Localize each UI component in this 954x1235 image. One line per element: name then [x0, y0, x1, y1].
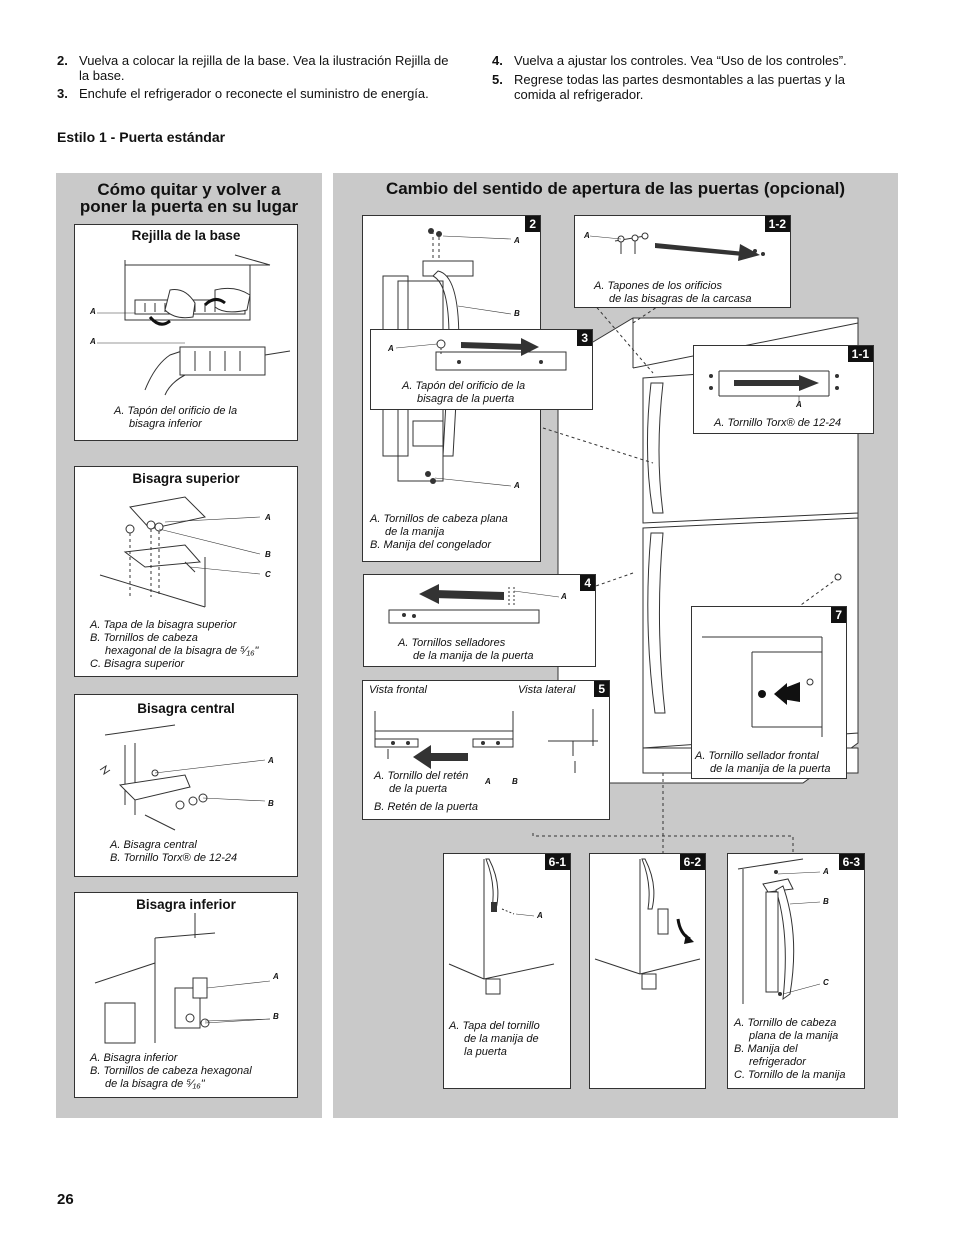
section-heading: Estilo 1 - Puerta estándar	[57, 129, 226, 145]
front-sealing-screw-illustration	[702, 636, 823, 737]
box-title: Bisagra superior	[132, 471, 240, 486]
badge-step-2: 2	[525, 216, 540, 232]
caption-step-2: A. Tornillos de cabeza plana de la manij…	[370, 513, 508, 551]
caption-step-5: A. Tornillo del retén de la puerta B. Re…	[374, 770, 478, 813]
box-step-1-2: 1-2 A A. Tapones de los orificios de las…	[574, 215, 791, 308]
badge-step-6-3: 6-3	[838, 854, 864, 870]
caption-step-3: A. Tapón del orificio de la bisagra de l…	[402, 380, 526, 405]
handle-screw-cover-illustration	[448, 858, 555, 995]
label-b: B	[514, 309, 520, 318]
box-bisagra-superior: Bisagra superior A B C A. Tapa de la bis…	[74, 466, 298, 677]
right-panel: Cambio del sentido de apertura de las pu…	[333, 173, 898, 1118]
box-title: Bisagra central	[137, 701, 235, 716]
box-step-3: 3 A A. Tapón del orificio de la bisagra …	[370, 329, 593, 410]
left-panel-title: Cómo quitar y volver a poner la puerta e…	[79, 180, 299, 216]
box-step-5: 5 Vista frontal Vista lateral A B A. Tor…	[362, 680, 610, 820]
box-step-6-1: 6-1 A A. Tapa del tornillo de la manija …	[443, 853, 571, 1089]
caption-rejilla: A. Tapón del orificio de la bisagra infe…	[114, 405, 238, 430]
label-a: A	[796, 400, 802, 409]
label-a: A	[90, 307, 96, 316]
caption-inferior: A. Bisagra inferior B. Tornillos de cabe…	[90, 1052, 252, 1090]
label-a: A	[485, 777, 491, 786]
handle-sealing-screws-illustration	[388, 584, 560, 624]
box-title: Bisagra inferior	[136, 897, 236, 912]
caption-step-7: A. Tornillo sellador frontal de la manij…	[695, 750, 831, 775]
box-step-4: 4 A A. Tornillos selladores de la manija…	[363, 574, 596, 667]
label-a: A	[561, 592, 567, 601]
bottom-hinge-illustration	[94, 913, 271, 1044]
center-hinge-illustration	[99, 724, 266, 831]
door-stop-illustration	[374, 709, 598, 773]
view-front-label: Vista frontal	[369, 684, 427, 696]
refrigerator-handle-illustration	[737, 858, 821, 1004]
step-4: 4.Vuelva a ajustar los controles. Vea “U…	[492, 53, 847, 68]
label-b: B	[512, 777, 518, 786]
badge-step-3: 3	[577, 330, 592, 346]
view-side-label: Vista lateral	[518, 684, 576, 696]
label-a: A	[90, 337, 96, 346]
left-panel: Cómo quitar y volver a poner la puerta e…	[56, 173, 322, 1118]
label-a: A	[584, 231, 590, 240]
label-a: A	[388, 344, 394, 353]
label-a: A	[823, 867, 829, 876]
badge-step-1-1: 1-1	[847, 346, 873, 362]
top-hinge-illustration	[99, 496, 261, 608]
box-step-7: 7 A. Tornillo sellador frontal de la man…	[691, 606, 847, 779]
badge-step-6-1: 6-1	[544, 854, 570, 870]
label-a: A	[268, 756, 274, 765]
badge-step-4: 4	[580, 575, 595, 591]
caption-step-6-1: A. Tapa del tornillo de la manija de la …	[449, 1020, 540, 1058]
label-a: A	[514, 236, 520, 245]
page-number: 26	[57, 1191, 74, 1208]
torx-screw-illustration	[709, 370, 839, 402]
label-c: C	[823, 978, 829, 987]
caption-superior: A. Tapa de la bisagra superior B. Tornil…	[90, 619, 259, 670]
box-title: Rejilla de la base	[131, 228, 241, 243]
label-a: A	[273, 972, 279, 981]
caption-step-1-2: A. Tapones de los orificios de las bisag…	[594, 280, 752, 305]
step-2: 2.Vuelva a colocar la rejilla de la base…	[57, 53, 449, 83]
hinge-plugs-illustration	[589, 232, 765, 261]
badge-step-1-2: 1-2	[764, 216, 790, 232]
caption-central: A. Bisagra central B. Tornillo Torx® de …	[110, 839, 238, 864]
grille-illustration	[97, 254, 291, 396]
caption-step-6-3: A. Tornillo de cabeza plana de la manija…	[734, 1017, 846, 1081]
label-b: B	[265, 550, 271, 559]
label-b: B	[823, 897, 829, 906]
label-a: A	[265, 513, 271, 522]
badge-step-6-2: 6-2	[679, 854, 705, 870]
label-b: B	[268, 799, 274, 808]
badge-step-5: 5	[594, 681, 609, 697]
box-bisagra-inferior: Bisagra inferior A B A. Bisagra inferior…	[74, 892, 298, 1098]
box-step-1-1: 1-1 A A. Tornillo Torx® de 12-24	[693, 345, 874, 434]
right-panel-title: Cambio del sentido de apertura de las pu…	[385, 179, 846, 198]
label-a: A	[537, 911, 543, 920]
box-rejilla-base: Rejilla de la base A A	[74, 224, 298, 441]
caption-step-1-1: A. Tornillo Torx® de 12-24	[714, 417, 842, 429]
box-step-6-3: 6-3 A B C A. Tornillo de cabeza plana de…	[727, 853, 865, 1089]
handle-removal-illustration	[594, 858, 701, 990]
step-5: 5.Regrese todas las partes desmontables …	[492, 72, 845, 102]
label-c: C	[265, 570, 271, 579]
label-b: B	[273, 1012, 279, 1021]
step-3: 3.Enchufe el refrigerador o reconecte el…	[57, 86, 429, 101]
box-step-6-2: 6-2	[589, 853, 706, 1089]
box-bisagra-central: Bisagra central A B A. Bisagra central B…	[74, 694, 298, 877]
label-a: A	[514, 481, 520, 490]
door-hinge-plug-illustration	[395, 338, 567, 371]
caption-step-4: A. Tornillos selladores de la manija de …	[398, 637, 534, 662]
badge-step-7: 7	[831, 607, 846, 623]
